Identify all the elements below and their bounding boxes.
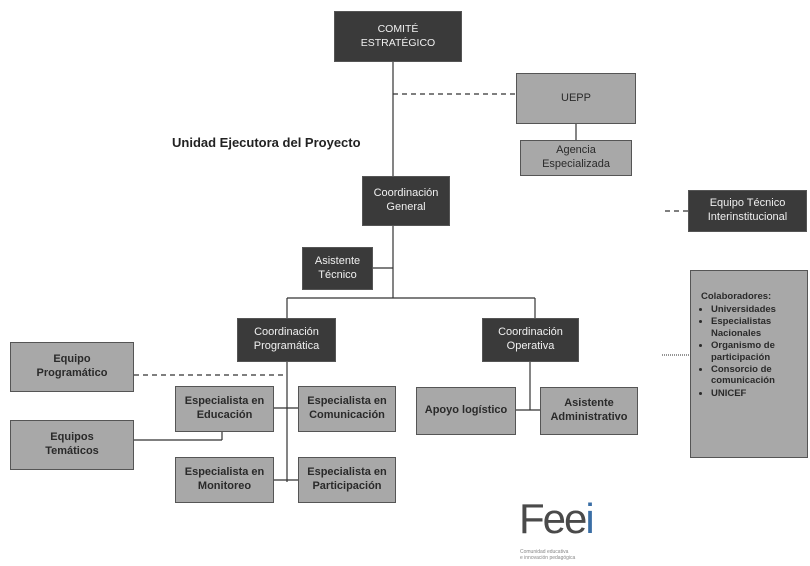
equipo-tecnico-box: Equipo Técnico Interinstitucional bbox=[688, 190, 807, 232]
coord-operativa-label: Coordinación Operativa bbox=[498, 326, 563, 352]
logo-main-text: Fee bbox=[519, 495, 587, 542]
colaborador-item: UNICEF bbox=[711, 388, 801, 399]
coord-programatica-label: Coordinación Programática bbox=[253, 326, 320, 352]
logo-tagline: Comunidad educativa e innovación pedagóg… bbox=[520, 549, 576, 561]
colaboradores-title: Colaboradores: bbox=[701, 291, 772, 302]
coord-general-label: Coordinación General bbox=[373, 187, 439, 213]
feei-logo: Feei bbox=[519, 495, 595, 543]
asistente-administrativo-box: Asistente Administrativo bbox=[540, 387, 638, 435]
agencia-box: Agencia Especializada bbox=[520, 140, 632, 176]
esp-comunicacion-label: Especialista en Comunicación bbox=[307, 395, 387, 421]
diagram-title: Unidad Ejecutora del Proyecto bbox=[172, 135, 361, 150]
asistente-tecnico-label: Asistente Técnico bbox=[314, 254, 361, 281]
uepp-label: UEPP bbox=[561, 91, 591, 104]
esp-educacion-label: Especialista en Educación bbox=[184, 395, 265, 421]
colaboradores-box: Colaboradores: Universidades Especialist… bbox=[690, 270, 808, 458]
equipo-programatico-box: Equipo Programático bbox=[10, 342, 134, 392]
colaborador-item: Universidades bbox=[711, 304, 801, 315]
coord-general-box: Coordinación General bbox=[362, 176, 450, 226]
logo-accent-text: i bbox=[585, 495, 594, 542]
coord-programatica-box: Coordinación Programática bbox=[237, 318, 336, 362]
equipos-tematicos-box: Equipos Temáticos bbox=[10, 420, 134, 470]
esp-monitoreo-box: Especialista en Monitoreo bbox=[175, 457, 274, 503]
agencia-label: Agencia Especializada bbox=[542, 144, 610, 170]
colaboradores-list: Universidades Especialistas Nacionales O… bbox=[701, 304, 801, 399]
comite-label: COMITÉ ESTRATÉGICO bbox=[360, 23, 436, 49]
apoyo-logistico-box: Apoyo logístico bbox=[416, 387, 516, 435]
asistente-administrativo-label: Asistente Administrativo bbox=[550, 397, 628, 423]
equipos-tematicos-label: Equipos Temáticos bbox=[45, 431, 99, 457]
equipo-programatico-label: Equipo Programático bbox=[36, 353, 108, 379]
colaborador-item: Consorcio de comunicación bbox=[711, 364, 801, 387]
esp-comunicacion-box: Especialista en Comunicación bbox=[298, 386, 396, 432]
asistente-tecnico-box: Asistente Técnico bbox=[302, 247, 373, 290]
colaborador-item: Organismo de participación bbox=[711, 340, 801, 363]
comite-estrategico-box: COMITÉ ESTRATÉGICO bbox=[334, 11, 462, 62]
equipo-tecnico-label: Equipo Técnico Interinstitucional bbox=[707, 197, 788, 223]
esp-participacion-label: Especialista en Participación bbox=[307, 466, 387, 492]
coord-operativa-box: Coordinación Operativa bbox=[482, 318, 579, 362]
apoyo-logistico-label: Apoyo logístico bbox=[424, 404, 508, 417]
esp-participacion-box: Especialista en Participación bbox=[298, 457, 396, 503]
uepp-box: UEPP bbox=[516, 73, 636, 124]
colaborador-item: Especialistas Nacionales bbox=[711, 316, 801, 339]
esp-educacion-box: Especialista en Educación bbox=[175, 386, 274, 432]
esp-monitoreo-label: Especialista en Monitoreo bbox=[184, 466, 265, 492]
